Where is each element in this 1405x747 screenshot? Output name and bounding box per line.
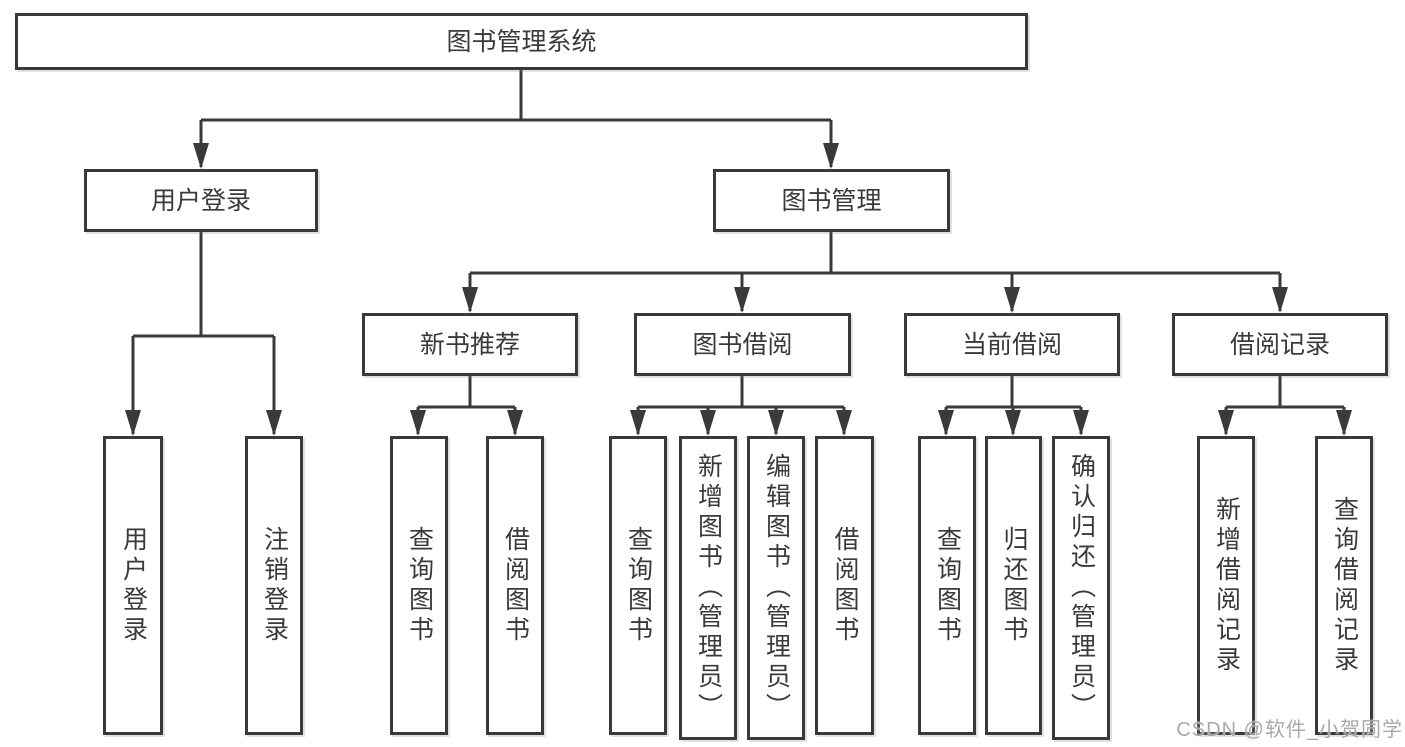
arrow-down-icon <box>836 410 852 436</box>
node-user-login: 用户登录 <box>84 169 318 232</box>
node-label: 查询图书 <box>933 525 962 646</box>
leaf-add-borrow-record: 新增借阅记录 <box>1197 436 1255 735</box>
node-label: 查询图书 <box>624 525 653 646</box>
node-label: 图书借阅 <box>692 330 793 359</box>
node-label: 借阅图书 <box>501 525 530 646</box>
arrow-down-icon <box>1073 410 1089 436</box>
node-current-borrowing: 当前借阅 <box>904 313 1120 376</box>
leaf-query-books-borrow: 查询图书 <box>609 436 667 735</box>
leaf-add-book-admin: 新增图书（管理员） <box>679 436 737 740</box>
leaf-confirm-return-admin: 确认归还（管理员） <box>1052 436 1110 740</box>
leaf-edit-book-admin: 编辑图书（管理员） <box>747 436 805 740</box>
arrow-down-icon <box>938 410 954 436</box>
node-book-management: 图书管理 <box>713 169 950 232</box>
node-borrowing-records: 借阅记录 <box>1172 313 1388 376</box>
arrow-down-icon <box>266 410 282 436</box>
watermark: CSDN @软件_小贺同学 <box>1176 719 1403 741</box>
arrow-down-icon <box>768 410 784 436</box>
arrow-down-icon <box>462 287 478 313</box>
leaf-borrow-books-recommend: 借阅图书 <box>486 436 544 735</box>
arrow-down-icon <box>1272 287 1288 313</box>
arrow-down-icon <box>1004 287 1020 313</box>
arrow-down-icon <box>1336 410 1352 436</box>
node-label: 借阅记录 <box>1229 330 1330 359</box>
arrow-down-icon <box>1218 410 1234 436</box>
node-label: 编辑图书（管理员） <box>762 453 791 723</box>
leaf-user-login: 用户登录 <box>103 436 163 735</box>
node-label: 新增图书（管理员） <box>694 453 723 723</box>
arrow-down-icon <box>700 410 716 436</box>
node-label: 归还图书 <box>1000 525 1028 646</box>
node-book-borrowing: 图书借阅 <box>634 313 851 376</box>
arrow-down-icon <box>1005 410 1021 436</box>
node-label: 新增借阅记录 <box>1212 495 1241 676</box>
node-new-book-recommendation: 新书推荐 <box>362 313 578 376</box>
node-label: 查询借阅记录 <box>1330 495 1359 676</box>
node-label: 当前借阅 <box>961 330 1062 359</box>
node-label: 用户登录 <box>150 186 251 215</box>
node-label: 图书管理系统 <box>446 27 597 56</box>
leaf-logout: 注销登录 <box>245 436 303 735</box>
arrow-down-icon <box>507 410 523 436</box>
leaf-return-book: 归还图书 <box>985 436 1042 735</box>
node-label: 借阅图书 <box>831 525 859 646</box>
leaf-query-books-recommend: 查询图书 <box>390 436 448 735</box>
leaf-borrow-books-borrow: 借阅图书 <box>815 436 874 735</box>
node-label: 确认归还（管理员） <box>1067 453 1096 723</box>
node-label: 新书推荐 <box>419 330 520 359</box>
tree-connector-path <box>131 70 1346 434</box>
arrow-down-icon <box>734 287 750 313</box>
arrow-down-icon <box>410 410 426 436</box>
node-library-system: 图书管理系统 <box>15 13 1028 70</box>
leaf-query-borrow-record: 查询借阅记录 <box>1315 436 1373 735</box>
arrow-down-icon <box>823 143 839 169</box>
arrowhead-icons <box>125 143 1352 436</box>
arrow-down-icon <box>125 410 141 436</box>
node-label: 查询图书 <box>405 525 434 646</box>
node-label: 注销登录 <box>260 525 289 646</box>
node-label: 用户登录 <box>119 525 148 646</box>
node-label: 图书管理 <box>781 186 882 215</box>
arrow-down-icon <box>193 143 209 169</box>
arrow-down-icon <box>630 410 646 436</box>
leaf-query-books-current: 查询图书 <box>918 436 976 735</box>
